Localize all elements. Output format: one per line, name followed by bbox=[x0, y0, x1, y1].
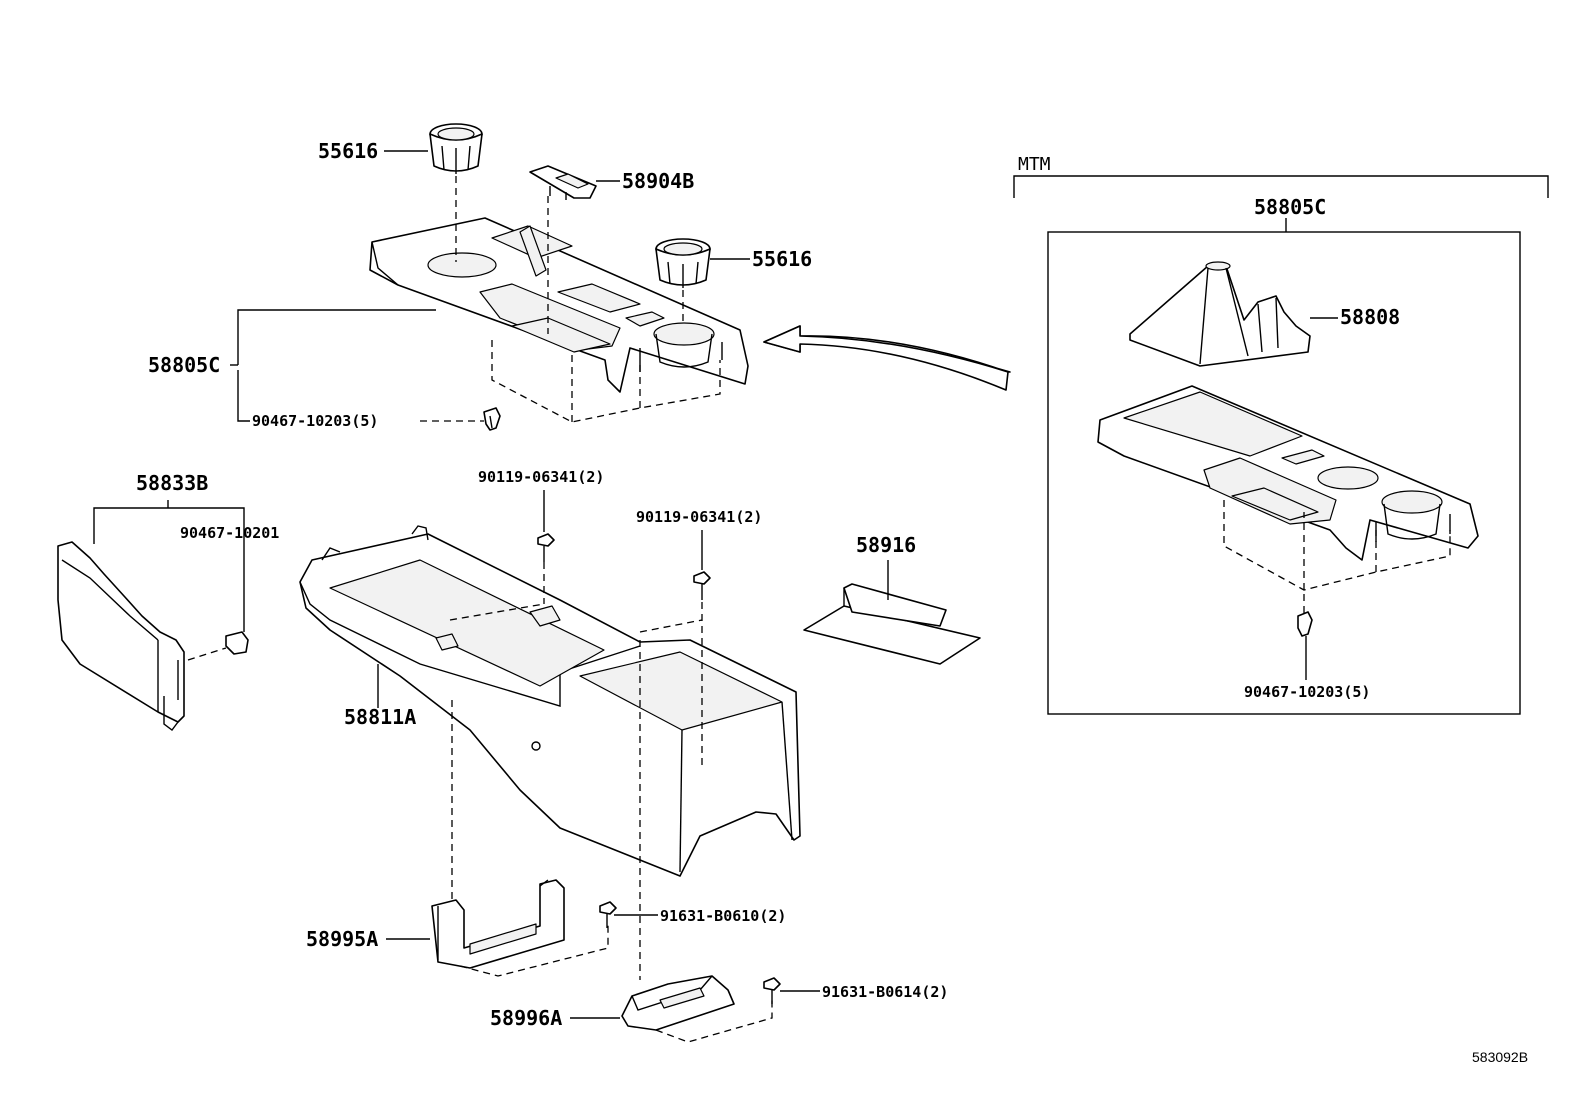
mtm-console-panel bbox=[1097, 385, 1479, 561]
label-58833b: 58833B bbox=[136, 471, 208, 495]
bolt-90119-06341-a bbox=[537, 533, 555, 562]
label-90119-06341-a: 90119-06341(2) bbox=[478, 468, 604, 486]
label-58805c-left: 58805C bbox=[148, 353, 220, 377]
clip-90467-10203-inset bbox=[1297, 611, 1313, 637]
shift-plate-58904b bbox=[529, 165, 597, 200]
bolt-91631-b0614 bbox=[763, 977, 781, 1004]
label-58996a: 58996A bbox=[490, 1006, 562, 1030]
clip-90467-10201 bbox=[225, 631, 249, 655]
label-90467-10203-left: 90467-10203(5) bbox=[252, 412, 378, 430]
label-91631-b0614: 91631-B0614(2) bbox=[822, 983, 948, 1001]
mtm-inset-frame bbox=[1047, 231, 1521, 715]
diagram-reference-number: 583092B bbox=[1472, 1049, 1528, 1065]
clip-90467-10203-left bbox=[483, 407, 501, 431]
cup-holder-insert-right bbox=[655, 238, 711, 288]
label-mtm: MTM bbox=[1018, 154, 1051, 175]
label-55616-top: 55616 bbox=[318, 139, 378, 163]
bracket-58996a bbox=[621, 975, 735, 1031]
label-58904b: 58904B bbox=[622, 169, 694, 193]
label-90467-10201: 90467-10201 bbox=[180, 524, 279, 542]
label-90467-10203-inset: 90467-10203(5) bbox=[1244, 683, 1370, 701]
pad-58916 bbox=[803, 583, 981, 665]
label-58916: 58916 bbox=[856, 533, 916, 557]
shift-boot bbox=[1129, 261, 1311, 367]
label-90119-06341-b: 90119-06341(2) bbox=[636, 508, 762, 526]
label-58808: 58808 bbox=[1340, 305, 1400, 329]
bolt-91631-b0610 bbox=[599, 901, 617, 928]
label-91631-b0610: 91631-B0610(2) bbox=[660, 907, 786, 925]
label-55616-right: 55616 bbox=[752, 247, 812, 271]
label-58805c-inset: 58805C bbox=[1254, 195, 1326, 219]
side-cover-58833b bbox=[57, 541, 185, 731]
bolt-90119-06341-b bbox=[693, 571, 711, 600]
label-58995a: 58995A bbox=[306, 927, 378, 951]
reference-arrow bbox=[763, 325, 1011, 391]
label-58811a: 58811A bbox=[344, 705, 416, 729]
cup-holder-insert-top bbox=[429, 123, 483, 174]
console-box-58811a bbox=[299, 525, 801, 877]
